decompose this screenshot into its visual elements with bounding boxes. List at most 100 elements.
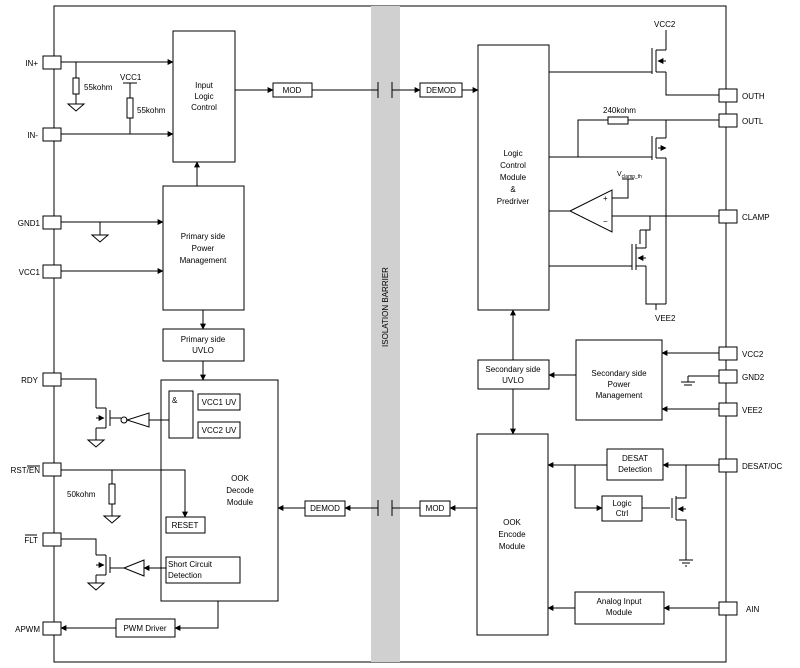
pin-in-minus-label: IN-	[27, 131, 38, 140]
svg-text:PWM Driver: PWM Driver	[123, 624, 166, 633]
pin-clamp[interactable]: CLAMP	[718, 209, 770, 224]
pin-rdy[interactable]: RDY	[21, 372, 62, 387]
svg-text:VEE2: VEE2	[655, 314, 676, 323]
pin-rst-en[interactable]: RST/EN	[11, 462, 62, 477]
pin-outh-label: OUTH	[742, 92, 765, 101]
reset-block: RESET	[165, 516, 206, 534]
vcc1-uv-block: VCC1 UV	[197, 393, 241, 411]
svg-text:VCC1: VCC1	[120, 73, 142, 82]
pin-rdy-label: RDY	[21, 376, 39, 385]
pin-vee2-label: VEE2	[742, 406, 763, 415]
pin-gnd2[interactable]: GND2	[718, 369, 765, 384]
svg-text:+: +	[603, 194, 608, 203]
clamp-comparator: + − Vclamp_th	[549, 171, 719, 233]
and-gate-block: &	[168, 390, 194, 439]
svg-text:MOD: MOD	[426, 504, 445, 513]
pin-in-plus[interactable]: IN+	[25, 55, 62, 70]
pin-outl[interactable]: OUTL	[718, 113, 764, 128]
pin-vcc2[interactable]: VCC2	[718, 346, 764, 361]
pin-vee2[interactable]: VEE2	[718, 402, 763, 417]
pin-in-plus-label: IN+	[25, 59, 38, 68]
desat-discharge-transistor	[671, 465, 693, 567]
pin-rst-en-label: RST/EN	[11, 466, 41, 475]
pwm-driver-block: PWM Driver	[115, 618, 176, 638]
pin-in-minus[interactable]: IN-	[27, 127, 62, 142]
isolation-barrier	[371, 6, 400, 662]
svg-text:MOD: MOD	[283, 86, 302, 95]
pin-flt[interactable]: FLT	[24, 532, 62, 547]
svg-text:55kohm: 55kohm	[84, 83, 113, 92]
svg-text:−: −	[603, 217, 608, 226]
svg-text:VCC2 UV: VCC2 UV	[202, 426, 237, 435]
pin-gnd1-label: GND1	[18, 219, 41, 228]
rdy-open-drain	[61, 378, 150, 448]
pin-vcc2-label: VCC2	[742, 350, 764, 359]
resistor-in-plus: 55kohm	[66, 62, 113, 112]
resistor-in-minus: VCC1 55kohm	[120, 73, 166, 134]
pin-ain-label: AIN	[746, 605, 760, 614]
svg-text:55kohm: 55kohm	[137, 106, 166, 115]
mod-bottom-block: MOD	[419, 500, 451, 517]
mod-top-block: MOD	[272, 82, 313, 98]
outl-transistor: 240kohm	[549, 106, 719, 304]
primary-wiring	[60, 59, 421, 631]
pin-outl-label: OUTL	[742, 117, 764, 126]
demod-top-block: DEMOD	[419, 82, 463, 98]
pin-gnd1[interactable]: GND1	[18, 215, 62, 230]
outh-transistor: VCC2	[549, 20, 719, 96]
pin-clamp-label: CLAMP	[742, 213, 770, 222]
pin-gnd2-label: GND2	[742, 373, 765, 382]
pin-vcc1[interactable]: VCC1	[19, 264, 62, 279]
flt-open-drain	[61, 538, 145, 591]
svg-text:240kohm: 240kohm	[603, 106, 636, 115]
svg-text:&: &	[172, 396, 178, 405]
svg-text:Vclamp_th: Vclamp_th	[617, 171, 642, 180]
demod-bottom-block: DEMOD	[304, 500, 346, 517]
svg-text:VCC1 UV: VCC1 UV	[202, 398, 237, 407]
svg-text:50kohm: 50kohm	[67, 490, 96, 499]
vcc2-uv-block: VCC2 UV	[197, 421, 241, 439]
pin-apwm-label: APWM	[15, 625, 40, 634]
pin-flt-label: FLT	[24, 536, 38, 545]
pin-desat-oc-label: DESAT/OC	[742, 462, 783, 471]
svg-text:DEMOD: DEMOD	[426, 86, 456, 95]
svg-text:DEMOD: DEMOD	[310, 504, 340, 513]
pin-desat-oc[interactable]: DESAT/OC	[718, 458, 783, 473]
clamp-transistor: VEE2	[549, 216, 676, 323]
pin-outh[interactable]: OUTH	[718, 88, 765, 103]
pin-ain[interactable]: AIN	[718, 601, 760, 616]
isolation-capacitor-bottom	[377, 500, 393, 516]
secondary-wiring	[449, 87, 719, 611]
isolation-capacitor-top	[377, 82, 393, 98]
svg-text:RESET: RESET	[172, 521, 199, 530]
svg-text:VCC2: VCC2	[654, 20, 676, 29]
rst-pulldown-resistor: 50kohm	[67, 470, 122, 524]
isolation-barrier-label: ISOLATION BARRIER	[381, 267, 390, 347]
pin-apwm[interactable]: APWM	[15, 621, 62, 636]
gnd1-ground-symbol	[90, 222, 110, 243]
